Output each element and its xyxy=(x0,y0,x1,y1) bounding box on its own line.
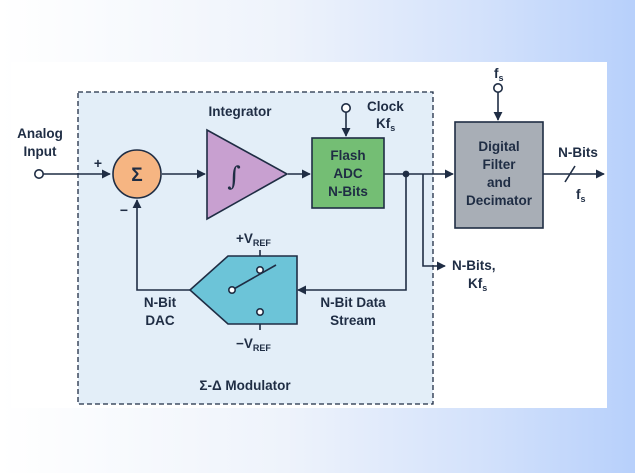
integrator-label: Integrator xyxy=(208,104,272,119)
filter-line4: Decimator xyxy=(466,193,533,208)
clock-terminal xyxy=(340,103,351,114)
modulator-label: Σ-Δ Modulator xyxy=(199,378,291,393)
summer-block xyxy=(112,149,162,199)
data-stream-line1: N-Bit Data xyxy=(320,295,386,310)
integral-symbol: ∫ xyxy=(227,162,241,192)
flash-adc-block xyxy=(311,137,385,209)
side-output-line1: N-Bits, xyxy=(452,258,496,273)
dac-to-summer-wire xyxy=(132,199,190,291)
junction-dot xyxy=(402,170,410,178)
flash-adc-line3: N-Bits xyxy=(328,184,368,199)
summer-symbol: Σ xyxy=(131,165,142,186)
vref-neg-label: −VREF xyxy=(236,336,271,353)
dac-label-line2: DAC xyxy=(145,313,174,328)
top-clock-label: fs xyxy=(494,66,504,83)
minus-sign: − xyxy=(120,202,128,218)
digital-filter-block xyxy=(454,121,544,229)
dac-block xyxy=(188,255,298,325)
clock-rate-label: Kfs xyxy=(376,116,395,133)
data-stream-line2: Stream xyxy=(330,313,376,328)
plus-sign: + xyxy=(94,155,102,171)
output-rate-label: fs xyxy=(576,187,586,204)
dac-switch xyxy=(228,264,277,316)
analog-input-line2: Input xyxy=(24,144,57,159)
flash-adc-line1: Flash xyxy=(330,148,365,163)
clock-label: Clock xyxy=(367,99,404,114)
top-clock-terminal xyxy=(492,83,503,94)
filter-line2: Filter xyxy=(482,157,516,172)
feedback-wire xyxy=(297,174,407,295)
side-output-wire xyxy=(422,174,446,271)
analog-input-line1: Analog xyxy=(17,126,63,141)
dac-label-line1: N-Bit xyxy=(144,295,177,310)
flash-adc-line2: ADC xyxy=(333,166,362,181)
vref-pos-label: +VREF xyxy=(236,231,271,248)
output-bits-label: N-Bits xyxy=(558,145,598,160)
filter-line3: and xyxy=(487,175,511,190)
filter-line1: Digital xyxy=(478,139,519,154)
integrator-block xyxy=(206,128,289,221)
bus-slash xyxy=(564,165,576,183)
side-output-line2: Kfs xyxy=(468,276,487,293)
analog-input-terminal xyxy=(33,169,44,180)
